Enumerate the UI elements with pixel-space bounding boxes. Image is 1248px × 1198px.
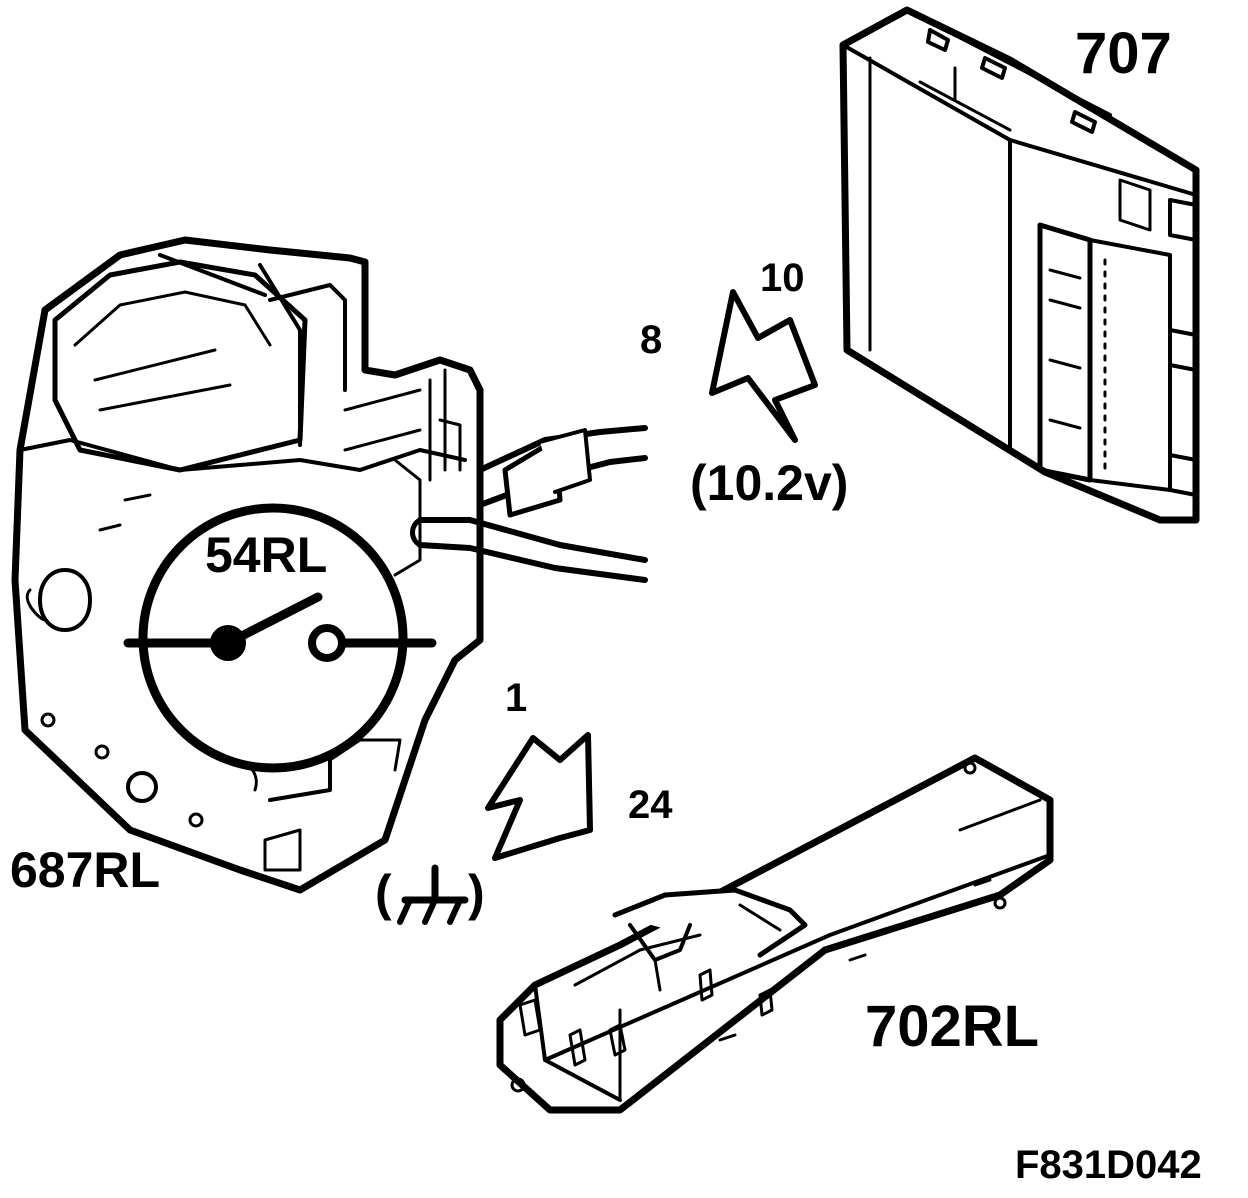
figure-code: F831D042	[1015, 1143, 1202, 1187]
label-pin-10: 10	[760, 256, 805, 300]
module-702	[496, 754, 1054, 1114]
label-voltage: (10.2v)	[690, 455, 849, 511]
ground-paren-open: (	[375, 865, 392, 921]
ground-symbol-icon	[397, 864, 469, 925]
control-module-707	[839, 6, 1200, 524]
switch-symbol-icon	[123, 503, 437, 773]
label-pin-8: 8	[640, 318, 663, 362]
label-switch-54: 54RL	[205, 527, 328, 583]
label-pin-24: 24	[628, 783, 673, 827]
label-module-707: 707	[1075, 21, 1172, 86]
signal-arrow-icon	[709, 289, 818, 443]
label-motor-687: 687RL	[10, 842, 161, 898]
label-pin-1: 1	[505, 676, 528, 720]
signal-arrow-icon	[485, 732, 593, 861]
motor-connector-cable	[410, 425, 648, 583]
label-module-702: 702RL	[865, 994, 1040, 1059]
ground-paren-close: )	[468, 865, 485, 921]
